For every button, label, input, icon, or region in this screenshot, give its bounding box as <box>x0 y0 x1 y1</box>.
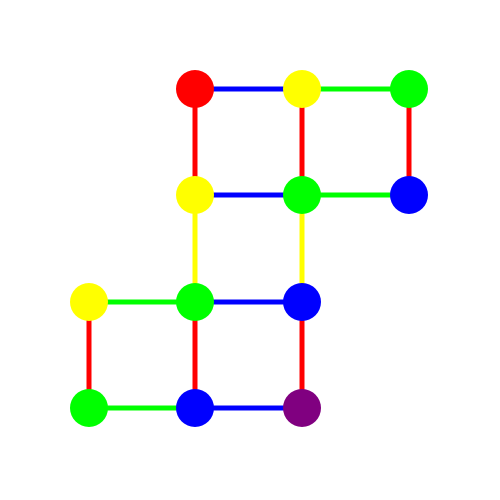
nodes-layer <box>70 70 428 427</box>
node-n8 <box>176 283 214 321</box>
node-n10 <box>70 389 108 427</box>
node-n6 <box>390 176 428 214</box>
node-n1 <box>176 70 214 108</box>
node-n4 <box>176 176 214 214</box>
node-n7 <box>70 283 108 321</box>
node-n9 <box>283 283 321 321</box>
node-n5 <box>283 176 321 214</box>
node-n2 <box>283 70 321 108</box>
node-n11 <box>176 389 214 427</box>
node-n3 <box>390 70 428 108</box>
node-n12 <box>283 389 321 427</box>
